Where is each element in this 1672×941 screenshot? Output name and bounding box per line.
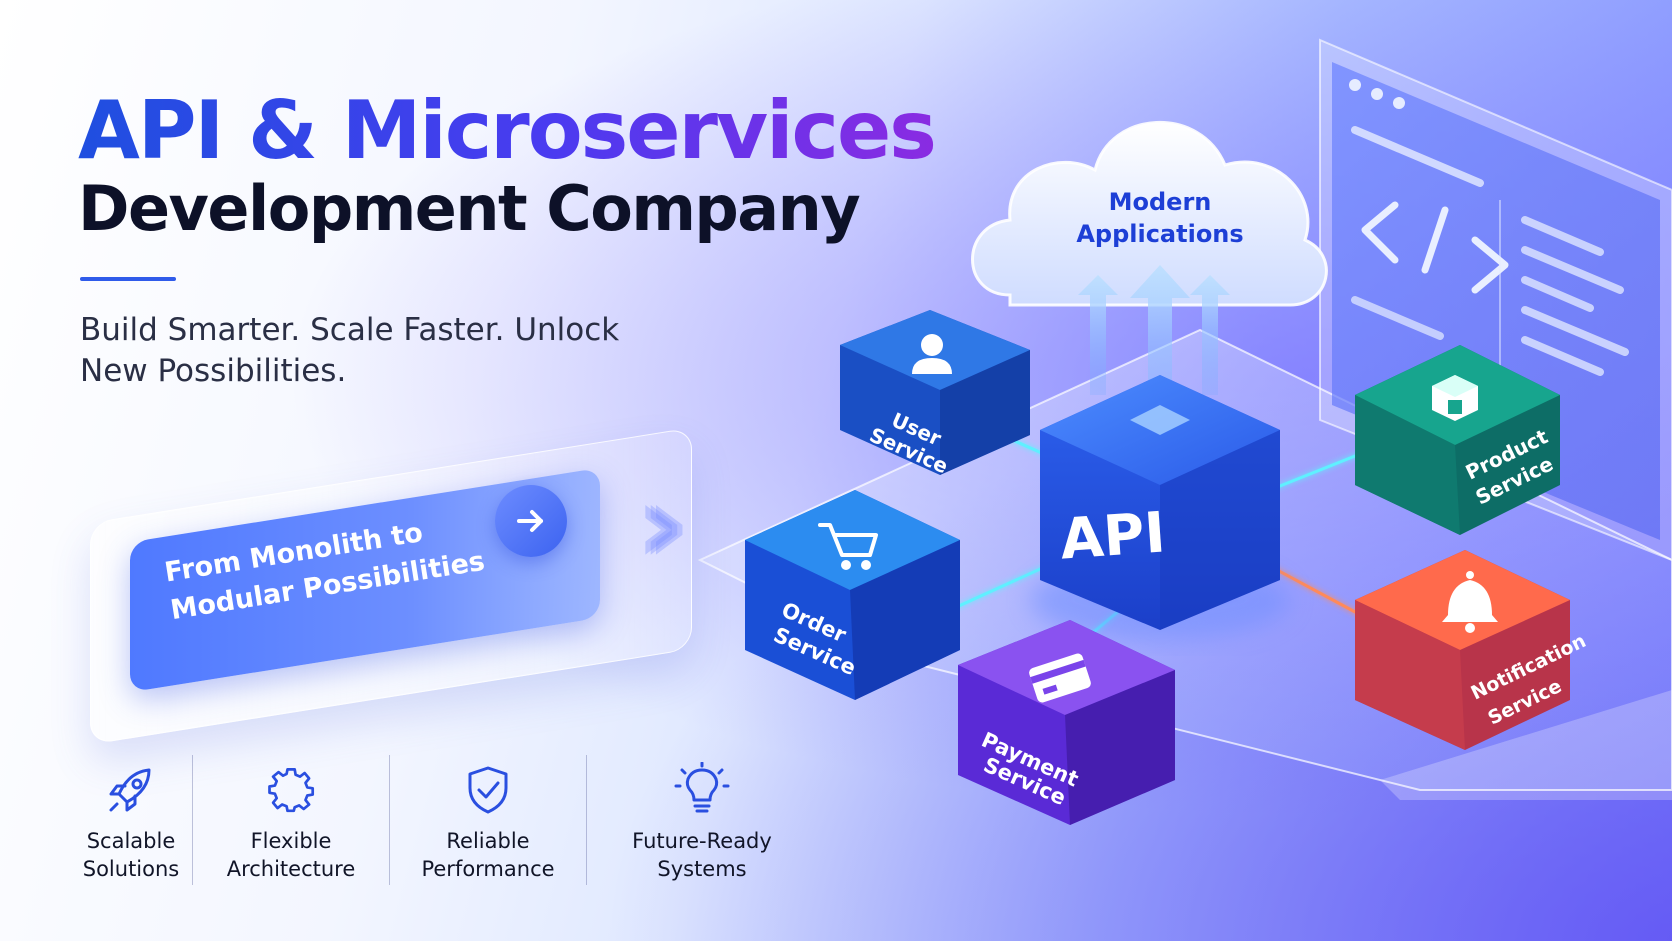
feature-future-ready: Future-Ready Systems — [587, 755, 817, 885]
payment-service-block: Payment Service — [958, 620, 1175, 825]
feature-label: Systems — [657, 857, 747, 881]
feature-label: Scalable — [86, 829, 176, 853]
feature-scalable: Scalable Solutions — [70, 755, 193, 885]
feature-flexible: Flexible Architecture — [193, 755, 390, 885]
upload-arrows — [1078, 265, 1230, 430]
cloud-label: Modern — [1109, 188, 1212, 216]
headline-secondary: Development Company — [78, 172, 861, 245]
feature-label: Flexible — [250, 829, 332, 853]
tagline-line: New Possibilities. — [80, 353, 347, 389]
tagline: Build Smarter. Scale Faster. Unlock New … — [80, 310, 680, 392]
chevrons-icon: ››› — [635, 460, 691, 588]
code-icon — [1361, 201, 1509, 294]
feature-reliable: Reliable Performance — [390, 755, 587, 885]
window-dot-icon — [1393, 97, 1405, 109]
features-row: Scalable Solutions Flexible Architecture… — [70, 755, 817, 885]
bell-icon — [1442, 571, 1498, 633]
rocket-icon — [109, 768, 151, 812]
tagline-line: Build Smarter. Scale Faster. Unlock — [80, 312, 620, 348]
gear-icon — [268, 768, 315, 813]
feature-label: Solutions — [82, 857, 180, 881]
notification-service-block: Notification Service — [1355, 550, 1589, 750]
window-dot-icon — [1349, 79, 1361, 91]
arrow-right-button[interactable] — [495, 485, 567, 557]
arrow-right-icon — [517, 510, 543, 532]
cloud-label: Applications — [1076, 220, 1243, 248]
shield-check-icon — [468, 766, 508, 814]
monolith-banner: ››› From Monolith to Modular Possibiliti… — [90, 405, 710, 745]
accent-underline — [80, 277, 176, 281]
api-hub-cube: API — [1030, 375, 1290, 640]
box-icon — [1432, 375, 1478, 421]
user-icon — [912, 334, 952, 374]
order-service-block: Order Service — [745, 490, 960, 700]
window-dot-icon — [1371, 88, 1383, 100]
feature-label: Performance — [421, 857, 555, 881]
user-service-block: User Service — [840, 310, 1030, 478]
api-label: API — [1058, 500, 1167, 572]
cart-icon — [818, 523, 878, 570]
cloud-modern-applications: Modern Applications — [971, 120, 1328, 307]
headline-primary: API & Microservices — [78, 84, 937, 177]
lightbulb-icon — [674, 762, 730, 813]
feature-label: Reliable — [446, 829, 530, 853]
product-service-block: Product Service — [1355, 345, 1560, 535]
feature-label: Future-Ready — [632, 829, 772, 853]
feature-label: Architecture — [226, 857, 356, 881]
credit-card-icon — [1029, 653, 1091, 703]
